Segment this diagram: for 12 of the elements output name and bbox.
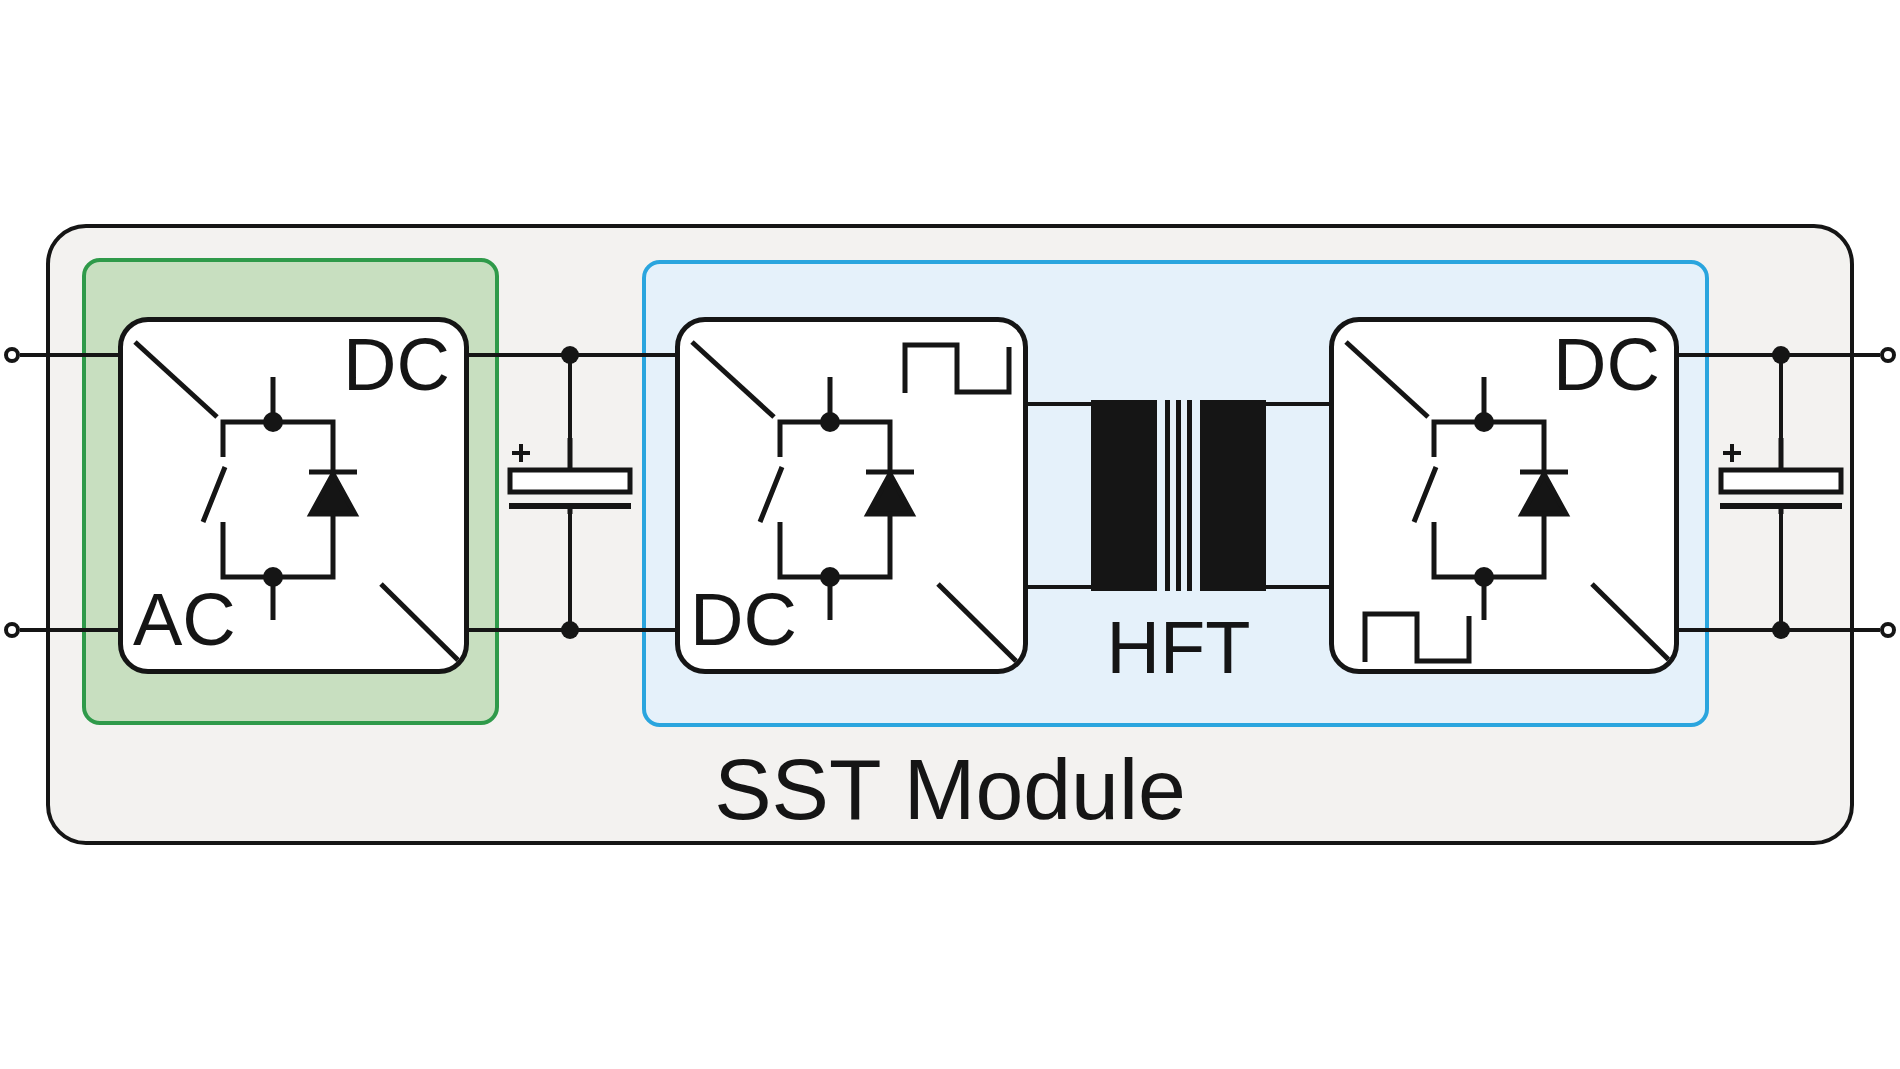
wire [1028,585,1091,589]
converter-label: AC [133,583,236,657]
transformer-label: HFT [1105,611,1252,685]
wire [20,353,118,357]
converter-label: DC [343,328,450,402]
module-label: SST Module [713,746,1187,832]
wire [1028,402,1091,406]
converter-label: DC [690,583,797,657]
wire [1266,585,1329,589]
wire [1266,402,1329,406]
wire [20,628,118,632]
converter-label: DC [1553,328,1660,402]
